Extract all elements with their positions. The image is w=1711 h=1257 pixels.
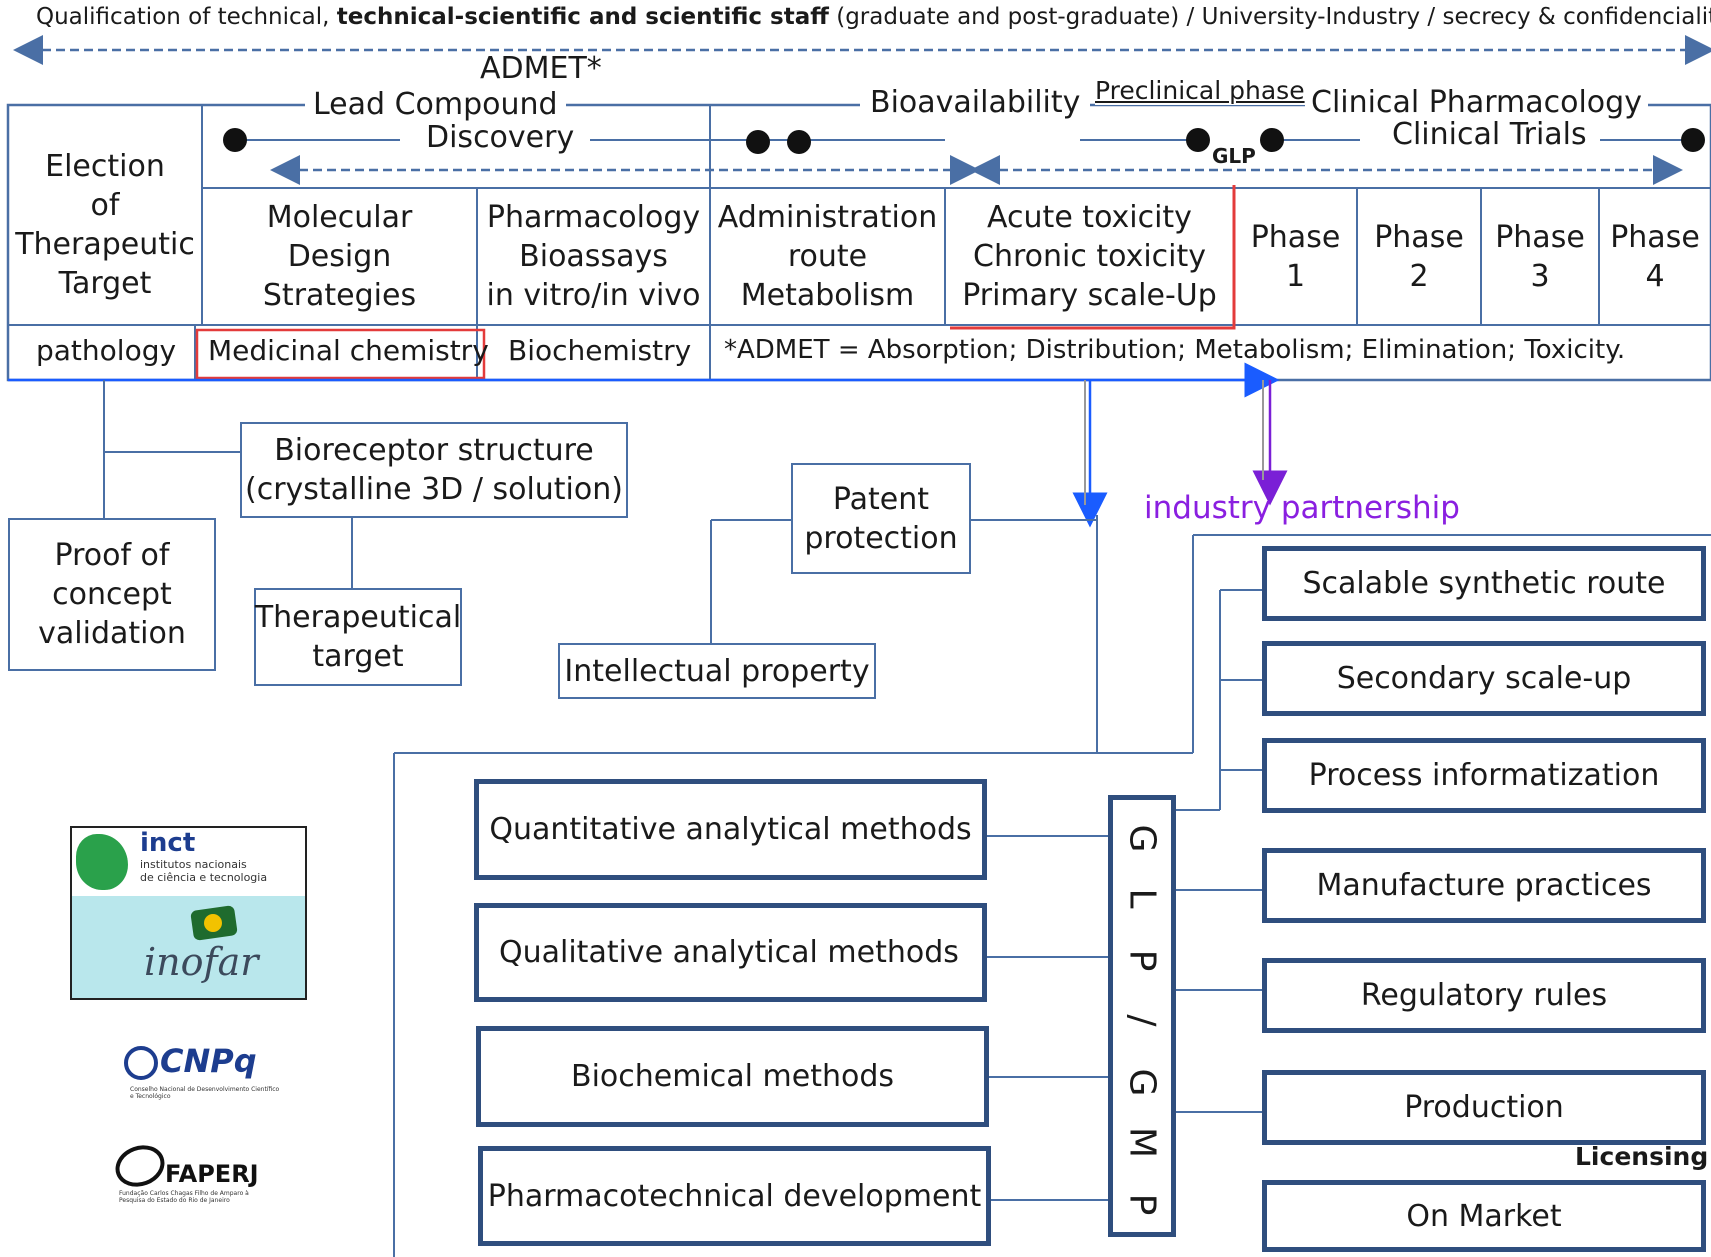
pathology-label: pathology xyxy=(36,334,177,367)
process-informatization-box: Process informatization xyxy=(1262,738,1706,813)
discovery-label: Discovery xyxy=(414,121,587,154)
molecular-cell: Molecular Design Strategies xyxy=(262,200,417,313)
cnpq-emblem-icon xyxy=(124,1046,158,1080)
glp-letter: M xyxy=(1121,1126,1163,1159)
admet-note: *ADMET = Absorption; Distribution; Metab… xyxy=(724,335,1626,365)
clinical-trials-label: Clinical Trials xyxy=(1380,118,1599,151)
licensing-label: Licensing xyxy=(1575,1142,1709,1171)
glp-letter: G xyxy=(1121,1068,1163,1097)
timeline-dot xyxy=(746,130,770,154)
header-title: Qualification of technical, technical-sc… xyxy=(36,4,1711,30)
phase-4-cell: Phase 4 xyxy=(1610,219,1700,294)
scalable-route-box: Scalable synthetic route xyxy=(1262,546,1706,621)
regulatory-rules-box: Regulatory rules xyxy=(1262,958,1706,1033)
bioavailability-label: Bioavailability xyxy=(860,86,1091,119)
clinical-pharmacology-label: Clinical Pharmacology xyxy=(1305,86,1648,119)
patent-protection-box: Patent protection xyxy=(791,463,971,574)
pharmacology-cell: Pharmacology Bioassays in vitro/in vivo xyxy=(486,200,701,313)
glp-letter: / xyxy=(1121,1014,1163,1027)
preclinical-label: Preclinical phase xyxy=(1095,76,1305,105)
timeline-dot xyxy=(1186,128,1210,152)
biochemical-methods-box: Biochemical methods xyxy=(476,1026,989,1127)
proof-of-concept-box: Proof of concept validation xyxy=(8,518,216,671)
biochemistry-label: Biochemistry xyxy=(508,334,692,367)
glp-gmp-box: G L P / G M P xyxy=(1108,795,1176,1237)
glp-letter: P xyxy=(1121,1193,1163,1216)
phase-3-cell: Phase 3 xyxy=(1495,219,1585,294)
glp-letter: P xyxy=(1121,949,1163,972)
administration-cell: Administration route Metabolism xyxy=(717,200,938,313)
intellectual-property-box: Intellectual property xyxy=(558,643,876,699)
phase-1-cell: Phase 1 xyxy=(1250,219,1341,294)
industry-partnership-label: industry partnership xyxy=(1144,490,1460,526)
manufacture-practices-box: Manufacture practices xyxy=(1262,848,1706,923)
timeline-dot xyxy=(223,128,247,152)
timeline-dot xyxy=(787,130,811,154)
secondary-scaleup-box: Secondary scale-up xyxy=(1262,641,1706,716)
quantitative-methods-box: Quantitative analytical methods xyxy=(474,779,987,880)
bioreceptor-box: Bioreceptor structure (crystalline 3D / … xyxy=(240,422,628,518)
phase-2-cell: Phase 2 xyxy=(1374,219,1464,294)
election-cell: Election of Therapeutic Target xyxy=(15,149,195,301)
glp-label: GLP xyxy=(1212,144,1256,168)
faperj-logo: FAPERJ Fundação Carlos Chagas Filho de A… xyxy=(109,1138,275,1206)
cnpq-logo: CNPq Conselho Nacional de Desenvolviment… xyxy=(118,1042,279,1106)
glp-letter: G xyxy=(1121,824,1163,853)
production-box: Production xyxy=(1262,1070,1706,1145)
qualitative-methods-box: Qualitative analytical methods xyxy=(474,903,987,1002)
therapeutical-target-box: Therapeutical target xyxy=(254,588,462,686)
glp-letter: L xyxy=(1121,888,1163,909)
timeline-dot xyxy=(1681,128,1705,152)
lead-compound-label: Lead Compound xyxy=(305,88,566,121)
admet-label: ADMET* xyxy=(480,51,602,86)
pharmacotechnical-box: Pharmacotechnical development xyxy=(478,1146,991,1246)
inct-logo: inct institutos nacionais de ciência e t… xyxy=(70,826,307,1000)
timeline-dot xyxy=(1260,128,1284,152)
medicinal-chemistry-label: Medicinal chemistry xyxy=(208,334,489,367)
on-market-box: On Market xyxy=(1262,1180,1706,1252)
faperj-emblem-icon xyxy=(109,1138,171,1194)
toxicity-cell: Acute toxicity Chronic toxicity Primary … xyxy=(962,200,1217,313)
brazil-map-icon xyxy=(76,834,128,890)
